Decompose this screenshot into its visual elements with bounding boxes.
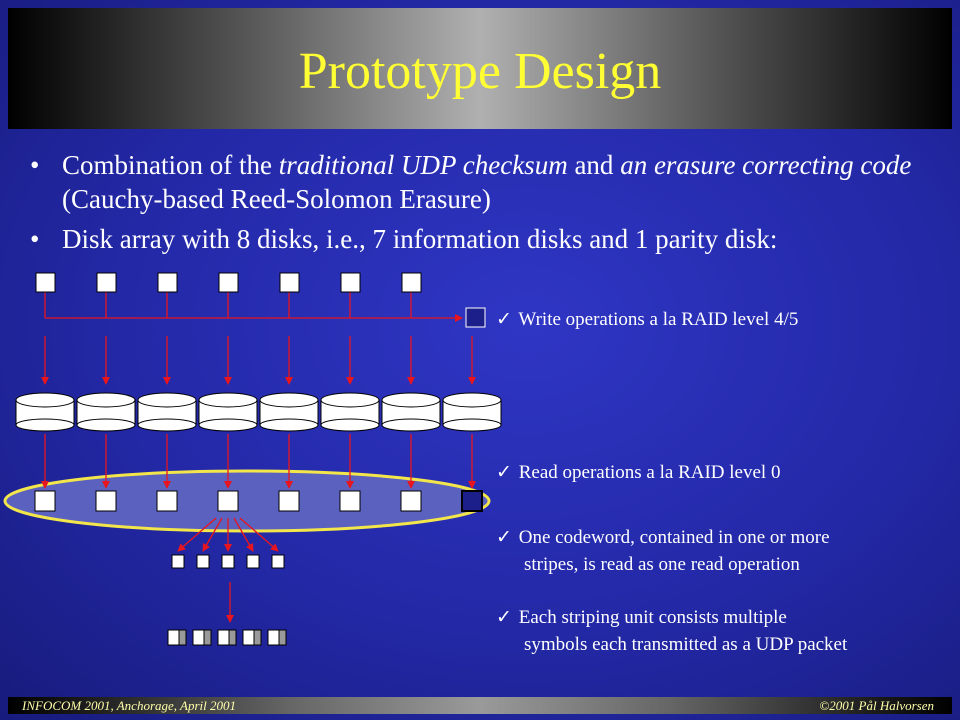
check-icon: ✓ xyxy=(496,309,512,330)
read-data-block xyxy=(400,490,422,512)
disk-top xyxy=(198,392,258,408)
read-data-block xyxy=(278,490,300,512)
udp-packet-header xyxy=(178,629,187,646)
information-disk xyxy=(320,392,380,432)
disk-bottom xyxy=(381,418,441,432)
codeword-symbol xyxy=(221,554,235,569)
bullet-1-text-c: and xyxy=(567,150,621,180)
codeword-symbol xyxy=(246,554,260,569)
information-disk xyxy=(198,392,258,432)
udp-packet-header xyxy=(228,629,237,646)
bullet-1: • Combination of the traditional UDP che… xyxy=(30,148,930,216)
check-icon: ✓ xyxy=(496,462,512,483)
note-codeword: ✓ One codeword, contained in one or more… xyxy=(496,524,830,578)
bullet-list: • Combination of the traditional UDP che… xyxy=(30,148,930,262)
write-data-block xyxy=(35,272,56,293)
disk-top xyxy=(442,392,502,408)
parity-block-read xyxy=(461,490,483,512)
disk-bottom xyxy=(320,418,380,432)
codeword-symbol xyxy=(271,554,285,569)
read-stripe-ellipse xyxy=(3,469,491,533)
disk-top xyxy=(381,392,441,408)
disk-bottom xyxy=(259,418,319,432)
symbol-arrow xyxy=(202,517,223,552)
note-read-text: Read operations a la RAID level 0 xyxy=(518,462,781,483)
disk-top xyxy=(320,392,380,408)
parity-disk xyxy=(442,392,502,432)
information-disk xyxy=(137,392,197,432)
note-striping-line2: symbols each transmitted as a UDP packet xyxy=(524,634,848,655)
disk-top xyxy=(137,392,197,408)
symbol-arrow xyxy=(239,517,279,552)
disk-bottom xyxy=(15,418,75,432)
read-data-block xyxy=(217,490,239,512)
information-disk xyxy=(381,392,441,432)
title-band: Prototype Design xyxy=(8,8,952,129)
information-disk xyxy=(259,392,319,432)
note-read: ✓ Read operations a la RAID level 0 xyxy=(496,459,780,486)
write-data-block xyxy=(157,272,178,293)
bullet-1-text-e: (Cauchy-based Reed-Solomon Erasure) xyxy=(62,184,491,214)
write-data-block xyxy=(218,272,239,293)
bullet-dot: • xyxy=(30,224,40,254)
write-data-block xyxy=(96,272,117,293)
read-data-block xyxy=(156,490,178,512)
read-data-block xyxy=(339,490,361,512)
information-disk xyxy=(76,392,136,432)
codeword-symbol xyxy=(196,554,210,569)
write-data-block xyxy=(279,272,300,293)
disk-top xyxy=(15,392,75,408)
codeword-symbol xyxy=(171,554,185,569)
note-striping-line1: Each striping unit consists multiple xyxy=(518,607,787,628)
note-write: ✓ Write operations a la RAID level 4/5 xyxy=(496,306,798,333)
disk-top xyxy=(76,392,136,408)
read-data-block xyxy=(95,490,117,512)
disk-bottom xyxy=(137,418,197,432)
footer-right: ©2001 Pål Halvorsen xyxy=(819,698,934,713)
note-striping: ✓ Each striping unit consists multiple s… xyxy=(496,604,847,658)
read-data-block xyxy=(34,490,56,512)
bullet-2-text: Disk array with 8 disks, i.e., 7 informa… xyxy=(62,224,778,254)
check-icon: ✓ xyxy=(496,607,512,628)
udp-packet-header xyxy=(203,629,212,646)
disk-top xyxy=(259,392,319,408)
disk-bottom xyxy=(76,418,136,432)
note-write-text: Write operations a la RAID level 4/5 xyxy=(518,309,799,330)
udp-packet-header xyxy=(278,629,287,646)
bullet-1-text-a: Combination of the xyxy=(62,150,279,180)
bullet-1-text-b: traditional UDP checksum xyxy=(278,150,568,180)
disk-bottom xyxy=(442,418,502,432)
slide-title: Prototype Design xyxy=(298,43,662,100)
bullet-2: • Disk array with 8 disks, i.e., 7 infor… xyxy=(30,222,930,256)
write-data-block xyxy=(401,272,422,293)
information-disk xyxy=(15,392,75,432)
bullet-1-text-d: an erasure correcting code xyxy=(620,150,912,180)
symbol-arrow xyxy=(177,517,217,552)
check-icon: ✓ xyxy=(496,527,512,548)
symbol-arrow xyxy=(233,517,254,552)
write-data-block xyxy=(340,272,361,293)
footer-left: INFOCOM 2001, Anchorage, April 2001 xyxy=(22,698,237,713)
disk-bottom xyxy=(198,418,258,432)
parity-block-write xyxy=(465,307,486,328)
footer-bar: INFOCOM 2001, Anchorage, April 2001 ©200… xyxy=(8,697,952,714)
note-codeword-line2: stripes, is read as one read operation xyxy=(524,554,800,575)
udp-packet-header xyxy=(253,629,262,646)
note-codeword-line1: One codeword, contained in one or more xyxy=(518,527,830,548)
bullet-dot: • xyxy=(30,150,40,180)
